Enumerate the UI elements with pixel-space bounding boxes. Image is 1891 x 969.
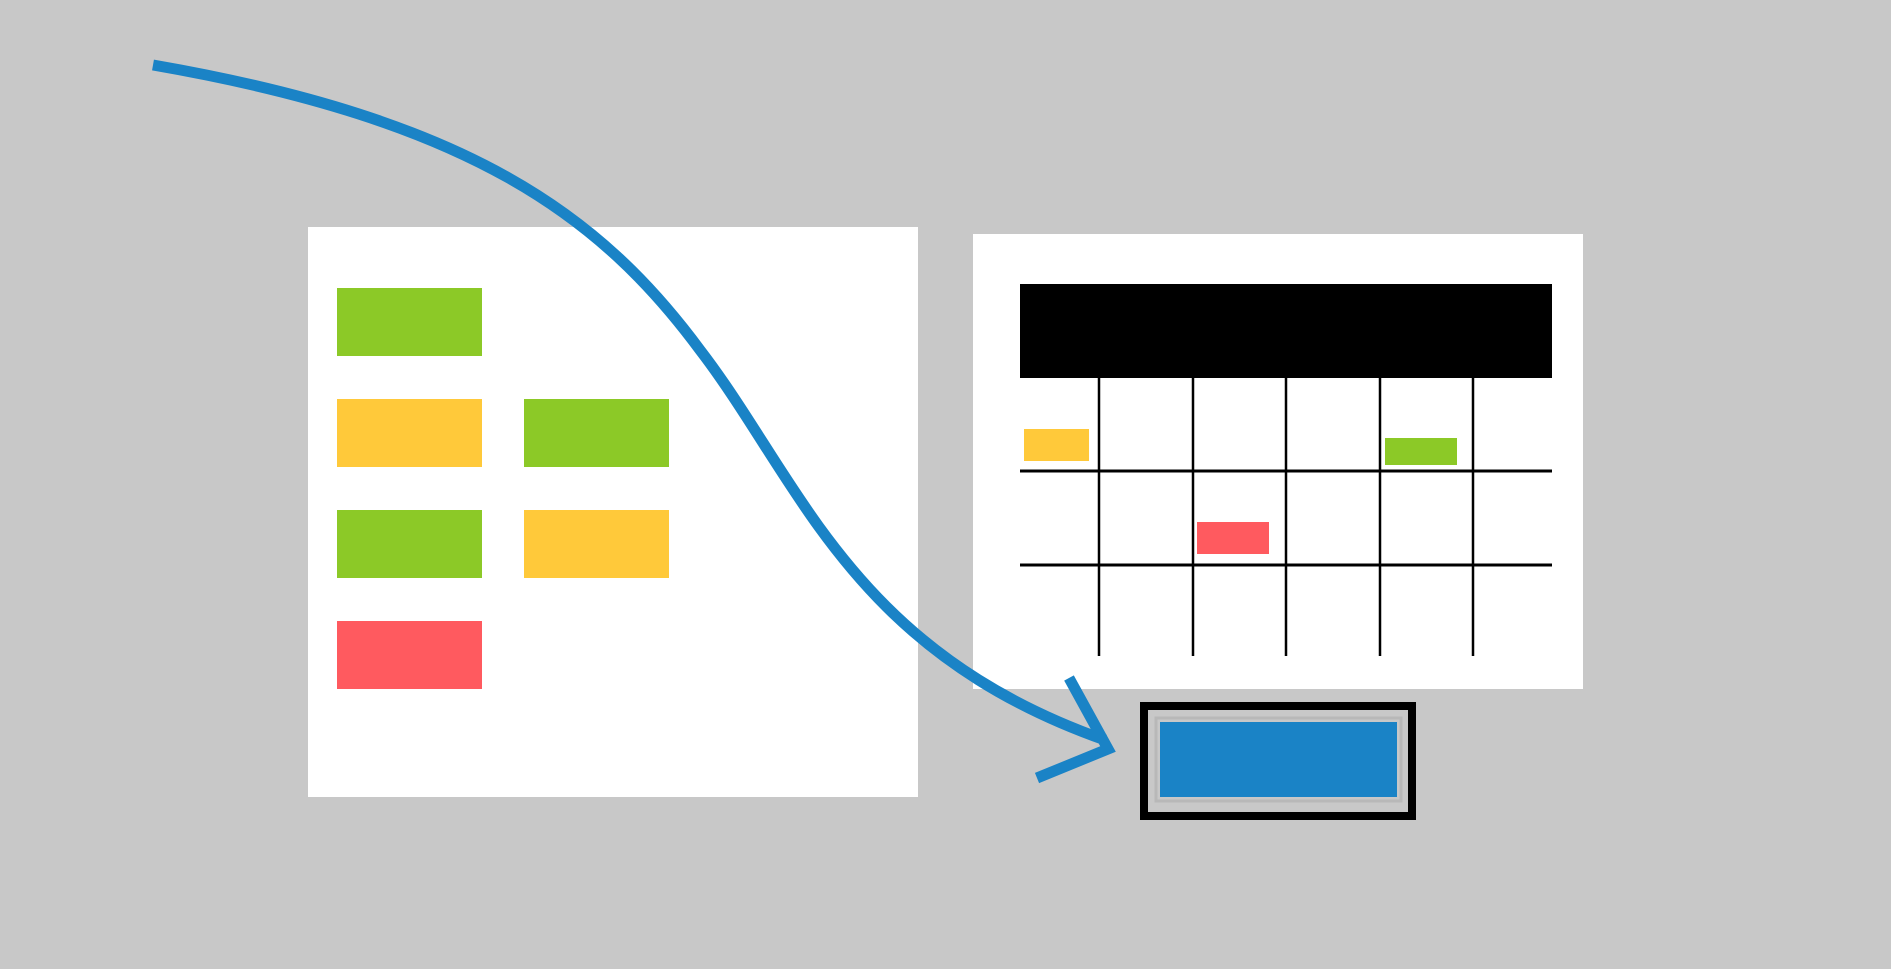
calendar-event-red[interactable] xyxy=(1197,522,1269,554)
calendar-event-green[interactable] xyxy=(1385,438,1457,465)
task-card-green[interactable] xyxy=(524,399,669,467)
flow-arrow-curve xyxy=(152,59,1107,746)
target-button-frame xyxy=(1140,702,1416,820)
task-board-cards xyxy=(337,288,669,689)
calendar-header-bar xyxy=(1020,284,1552,378)
task-card-red[interactable] xyxy=(337,621,482,689)
calendar-panel xyxy=(973,234,1583,689)
calendar-grid xyxy=(1020,378,1552,656)
task-card-green[interactable] xyxy=(337,510,482,578)
target-button-inner-outline xyxy=(1154,716,1403,803)
task-card-yellow[interactable] xyxy=(524,510,669,578)
task-card-yellow[interactable] xyxy=(337,399,482,467)
curved-arrow-icon xyxy=(152,59,1116,784)
calendar-events xyxy=(1024,429,1457,554)
calendar-event-yellow[interactable] xyxy=(1024,429,1089,461)
flow-arrow-head xyxy=(1034,675,1116,784)
target-button[interactable] xyxy=(1140,702,1416,820)
task-board-panel xyxy=(308,227,918,797)
task-card-green[interactable] xyxy=(337,288,482,356)
target-button-fill xyxy=(1160,722,1397,797)
